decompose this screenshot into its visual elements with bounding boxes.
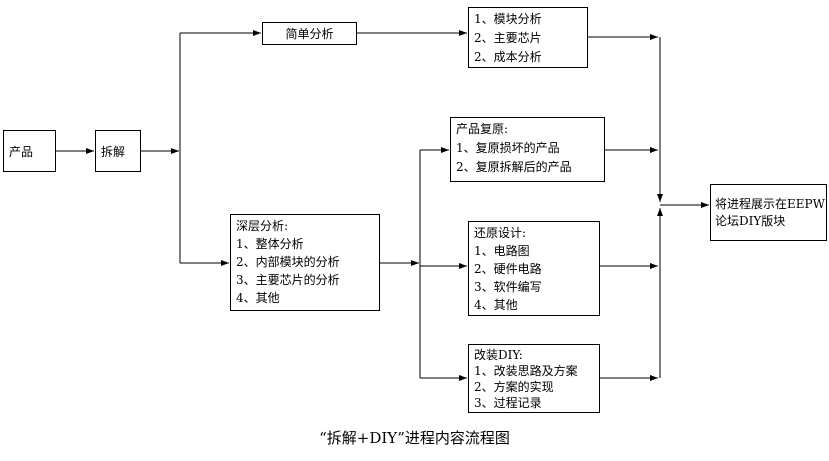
- diagram-title: “拆解+DIY”进程内容流程图: [319, 429, 510, 447]
- eepw-line-1: 将进程展示在EEPW: [715, 196, 825, 211]
- restore-line-3: 2、复原拆解后的产品: [456, 160, 572, 174]
- module-line-3: 2、成本分析: [474, 50, 542, 64]
- module-line-2: 2、主要芯片: [474, 31, 542, 45]
- deep-analysis-box: 深层分析: 1、整体分析 2、内部模块的分析 3、主要芯片的分析 4、其他: [230, 214, 380, 311]
- teardown-box: 拆解: [95, 130, 141, 172]
- design-line-1: 还原设计:: [474, 226, 527, 240]
- design-line-4: 3、软件编写: [474, 280, 542, 294]
- module-line-1: 1、模块分析: [474, 12, 542, 26]
- simple-analysis-label: 简单分析: [285, 27, 334, 41]
- eepw-line-2: 论坛DIY版块: [715, 213, 786, 228]
- restore-line-2: 1、复原损坏的产品: [456, 141, 560, 155]
- diy-line-3: 2、方案的实现: [474, 380, 554, 394]
- product-box: 产品: [3, 130, 56, 172]
- simple-analysis-box: 简单分析: [262, 22, 357, 45]
- design-line-5: 4、其他: [474, 298, 518, 312]
- module-analysis-box: 1、模块分析 2、主要芯片 2、成本分析: [468, 7, 588, 68]
- product-restore-box: 产品复原: 1、复原损坏的产品 2、复原拆解后的产品: [450, 117, 605, 182]
- mod-diy-box: 改装DIY: 1、改装思路及方案 2、方案的实现 3、过程记录: [468, 344, 600, 413]
- deep-line-3: 2、内部模块的分析: [236, 255, 340, 269]
- deep-line-1: 深层分析:: [236, 219, 289, 233]
- deep-line-4: 3、主要芯片的分析: [236, 273, 340, 287]
- restore-design-box: 还原设计: 1、电路图 2、硬件电路 3、软件编写 4、其他: [468, 221, 600, 316]
- design-line-2: 1、电路图: [474, 244, 530, 258]
- teardown-label: 拆解: [101, 144, 126, 159]
- product-label: 产品: [9, 144, 34, 159]
- diy-line-4: 3、过程记录: [474, 396, 542, 410]
- design-line-3: 2、硬件电路: [474, 262, 542, 276]
- deep-line-2: 1、整体分析: [236, 237, 304, 251]
- eepw-forum-box: 将进程展示在EEPW 论坛DIY版块: [710, 184, 827, 241]
- diy-line-2: 1、改装思路及方案: [474, 364, 578, 378]
- deep-line-5: 4、其他: [236, 291, 280, 305]
- diy-line-1: 改装DIY:: [474, 348, 523, 362]
- restore-line-1: 产品复原:: [456, 122, 509, 136]
